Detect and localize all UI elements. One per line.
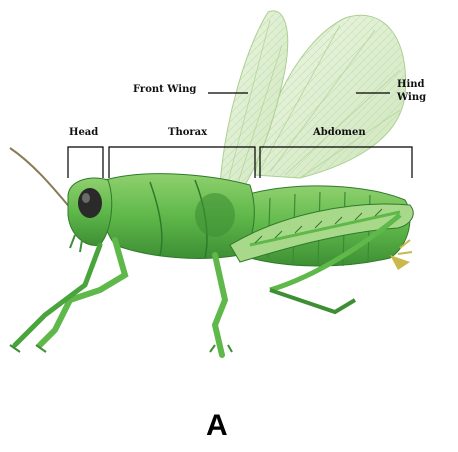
head-bracket bbox=[68, 147, 103, 178]
label-hind-wing-line2: Wing bbox=[397, 92, 426, 103]
front-legs bbox=[10, 240, 125, 352]
label-hind-wing-line1: Hind bbox=[397, 79, 425, 90]
head bbox=[68, 178, 112, 252]
label-front-wing: Front Wing bbox=[133, 84, 196, 95]
compound-eye bbox=[78, 188, 102, 218]
antenna bbox=[10, 148, 72, 210]
middle-leg bbox=[210, 255, 232, 355]
panel-label: A bbox=[206, 409, 228, 443]
label-abdomen: Abdomen bbox=[313, 127, 366, 138]
label-thorax: Thorax bbox=[168, 127, 207, 138]
label-head: Head bbox=[69, 127, 98, 138]
